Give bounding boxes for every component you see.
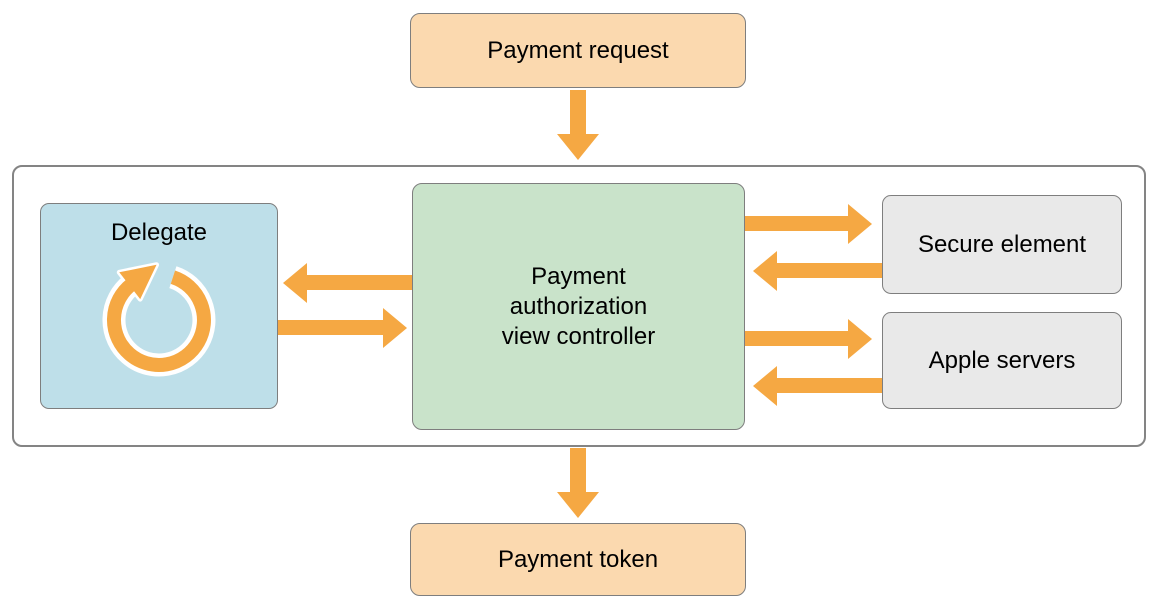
arrow-controller-to-secure-element bbox=[745, 203, 872, 244]
node-payment-authorization-view-controller: Payment authorization view controller bbox=[412, 183, 745, 430]
arrow-controller-to-apple-servers bbox=[745, 318, 872, 359]
node-payment-request-label: Payment request bbox=[487, 36, 669, 64]
arrow-request-to-controller bbox=[557, 90, 599, 160]
node-payment-auth-label-line2: authorization bbox=[509, 292, 648, 320]
node-apple-servers-label: Apple servers bbox=[928, 346, 1076, 374]
arrow-controller-to-token bbox=[557, 448, 599, 518]
arrow-controller-to-delegate bbox=[283, 262, 412, 303]
node-secure-element: Secure element bbox=[882, 195, 1122, 294]
node-delegate-label: Delegate bbox=[110, 219, 208, 246]
node-payment-token-label: Payment token bbox=[497, 545, 659, 573]
arrow-secure-element-to-controller bbox=[753, 250, 882, 291]
node-secure-element-label: Secure element bbox=[917, 230, 1087, 258]
node-payment-request: Payment request bbox=[410, 13, 746, 88]
circular-arrow-icon bbox=[97, 254, 221, 386]
node-payment-auth-label-line1: Payment bbox=[531, 262, 626, 290]
arrow-apple-servers-to-controller bbox=[753, 365, 882, 406]
node-delegate: Delegate bbox=[40, 203, 278, 409]
arrow-delegate-to-controller bbox=[278, 307, 407, 348]
node-payment-auth-label-line3: view controller bbox=[501, 322, 656, 350]
node-payment-token: Payment token bbox=[410, 523, 746, 596]
node-apple-servers: Apple servers bbox=[882, 312, 1122, 409]
